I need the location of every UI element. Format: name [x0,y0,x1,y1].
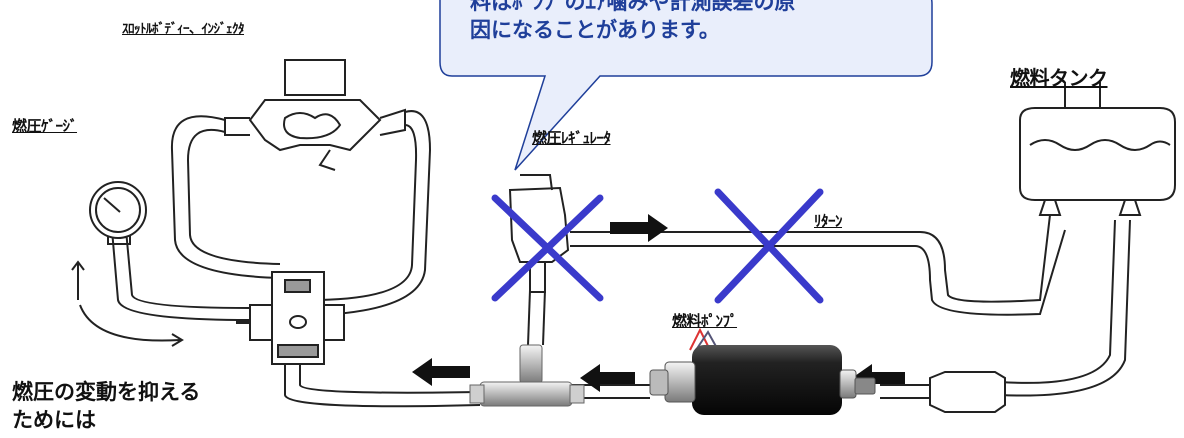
label-gauge: 燃圧ｹﾞｰｼﾞ [12,117,78,135]
label-tank: 燃料タンク [1010,66,1108,90]
callout-bubble [439,0,933,171]
bottom-note: 燃圧の変動を抑える ためには [12,380,201,432]
arrow-feed-mid [580,364,635,392]
pressure-gauge-sketch [71,181,184,347]
throttle-body-sketch [224,59,406,171]
junction-block-sketch [236,271,345,365]
fuel-lines [111,110,1131,408]
label-return: ﾘﾀｰﾝ [814,212,843,230]
callout-text-body: 料はﾎﾟﾝﾌﾟのｴｱ噛みや計測誤差の原 因になることがあります。 [470,0,796,42]
fuel-pump [649,327,876,415]
t-fitting [469,344,585,407]
label-throttle: ｽﾛｯﾄﾙﾎﾞﾃﾞｨｰ、ｲﾝｼﾞｪｸﾀ [122,22,245,37]
label-regulator: 燃圧ﾚｷﾞｭﾚｰﾀ [532,129,611,147]
cross-regulator [491,194,604,302]
cross-return [714,188,824,304]
arrow-return [610,214,668,242]
arrow-feed-left [412,358,470,386]
callout-text: 料はﾎﾟﾝﾌﾟのｴｱ噛みや計測誤差の原 因になることがあります。 [470,0,890,56]
fuel-tank-sketch [1019,82,1176,216]
label-pump: 燃料ﾎﾟﾝﾌﾟ [672,312,738,330]
filter-sketch [929,371,1006,413]
